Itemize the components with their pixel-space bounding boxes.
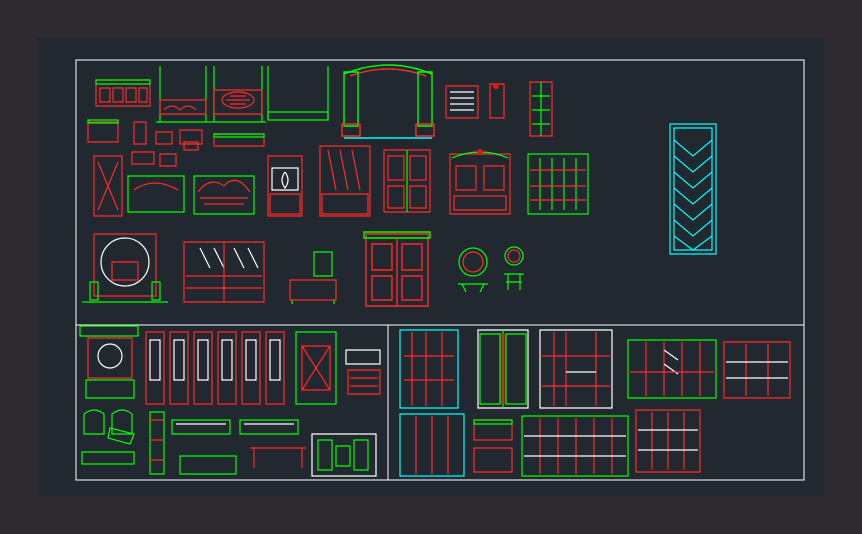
lattice-panel-block: [670, 124, 716, 254]
display-cabinet-block-1: [530, 82, 552, 136]
bed-block-2: [194, 176, 254, 214]
canopy-bed-block-2: [210, 66, 266, 122]
bed-block-1: [94, 156, 184, 216]
daybed-block: [172, 420, 298, 434]
ornate-wardrobe-block: [450, 149, 510, 214]
carved-wardrobe-block: [268, 156, 302, 216]
wardrobe-elevation-1: [400, 330, 458, 408]
bookcase-block: [184, 242, 264, 302]
canopy-frame-block: [80, 326, 138, 398]
screen-panels-block: [146, 332, 284, 404]
tall-stand-block: [150, 412, 164, 474]
archway-block: [342, 65, 434, 138]
double-door-cabinet-block: [384, 150, 430, 212]
canopy-bed-block-3: [268, 66, 328, 120]
small-cabinet-row: [88, 120, 264, 166]
wardrobe-elevation-5: [724, 342, 790, 398]
wardrobe-elevation-2: [478, 330, 528, 408]
display-cabinet-block-2: [528, 154, 588, 214]
wardrobe-elevation-4: [628, 340, 716, 398]
folding-screen-block: [296, 332, 336, 404]
sideboard-cabinet-block: [96, 80, 150, 106]
long-table-block: [82, 448, 306, 474]
moon-gate-block: [82, 234, 168, 302]
wardrobe-elevation-7: [474, 420, 512, 472]
glass-cabinet-block: [320, 146, 370, 216]
armchair-block: [84, 410, 134, 444]
wardrobe-elevation-8: [522, 416, 628, 476]
wardrobe-elevation-9: [636, 410, 700, 472]
drawing-frame: [76, 60, 804, 480]
wardrobe-elevation-6: [400, 414, 464, 476]
chair-set-block: [312, 434, 376, 476]
wardrobe-elevation-3: [540, 330, 612, 408]
round-table-block: [458, 247, 524, 292]
dressing-table-block: [290, 252, 336, 304]
large-double-door-block: [364, 232, 430, 306]
chest-block: [346, 350, 380, 394]
canopy-bed-block-1: [156, 66, 210, 122]
bookshelf-block-1: [446, 83, 504, 118]
